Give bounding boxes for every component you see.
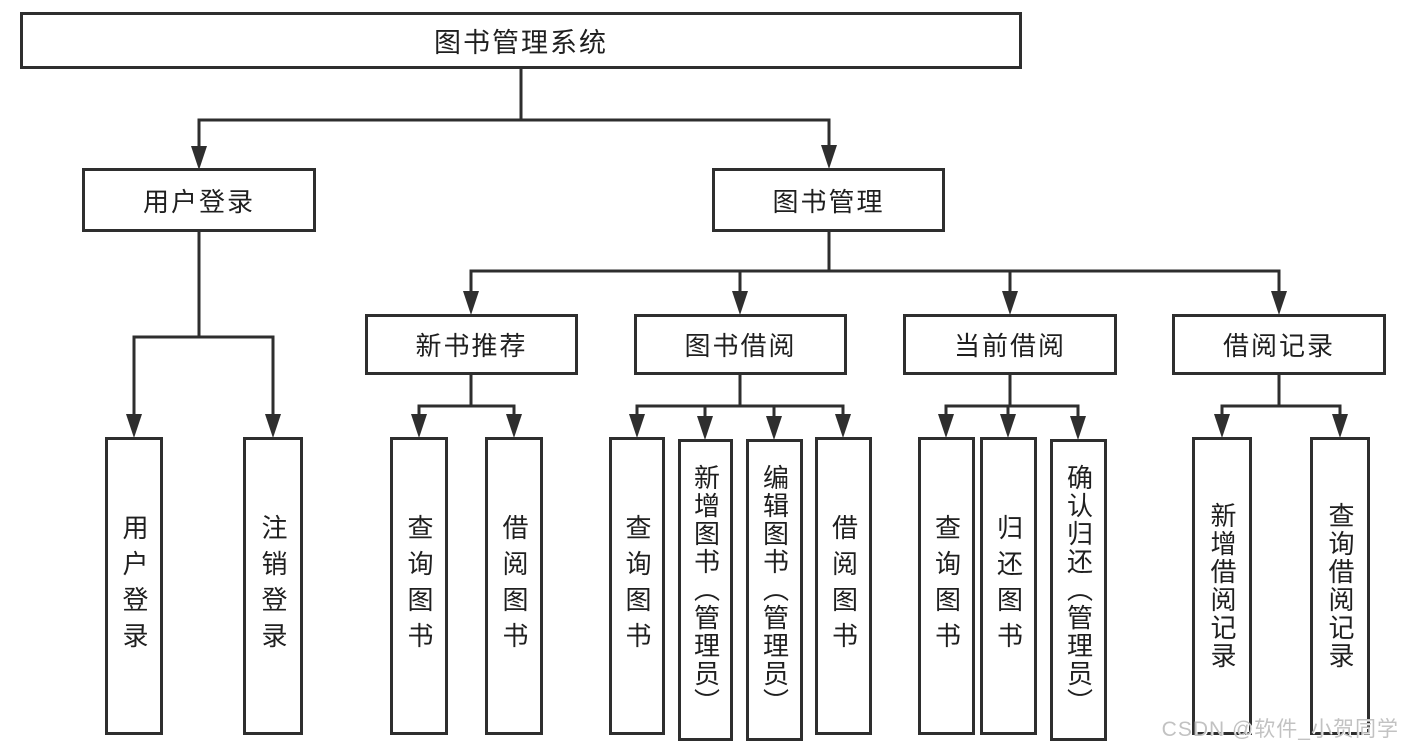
node-leaf-borrow-books-recommend: 借阅图书 — [485, 437, 543, 735]
node-leaf-user-login: 用户登录 — [105, 437, 163, 735]
node-leaf-query-books-recommend: 查询图书 — [390, 437, 448, 735]
node-current-borrow: 当前借阅 — [903, 314, 1117, 375]
node-book-borrow: 图书借阅 — [634, 314, 847, 375]
node-leaf-confirm-return-admin: 确认归还（管理员） — [1050, 439, 1107, 741]
node-new-book-recommend: 新书推荐 — [365, 314, 578, 375]
node-leaf-return-books: 归还图书 — [980, 437, 1037, 735]
node-leaf-edit-books-admin: 编辑图书（管理员） — [746, 439, 803, 741]
node-leaf-add-books-admin: 新增图书（管理员） — [678, 439, 733, 741]
node-leaf-add-borrow-record: 新增借阅记录 — [1192, 437, 1252, 735]
node-book-management-branch: 图书管理 — [712, 168, 945, 232]
node-leaf-query-books-borrow: 查询图书 — [609, 437, 665, 735]
node-leaf-borrow-books: 借阅图书 — [815, 437, 872, 735]
node-borrow-record: 借阅记录 — [1172, 314, 1386, 375]
node-library-management-system: 图书管理系统 — [20, 12, 1022, 69]
node-leaf-logout: 注销登录 — [243, 437, 303, 735]
csdn-watermark: CSDN @软件_小贺同学 — [1161, 718, 1399, 741]
node-user-login-branch: 用户登录 — [82, 168, 316, 232]
node-leaf-query-borrow-record: 查询借阅记录 — [1310, 437, 1370, 735]
node-leaf-query-books-current: 查询图书 — [918, 437, 975, 735]
